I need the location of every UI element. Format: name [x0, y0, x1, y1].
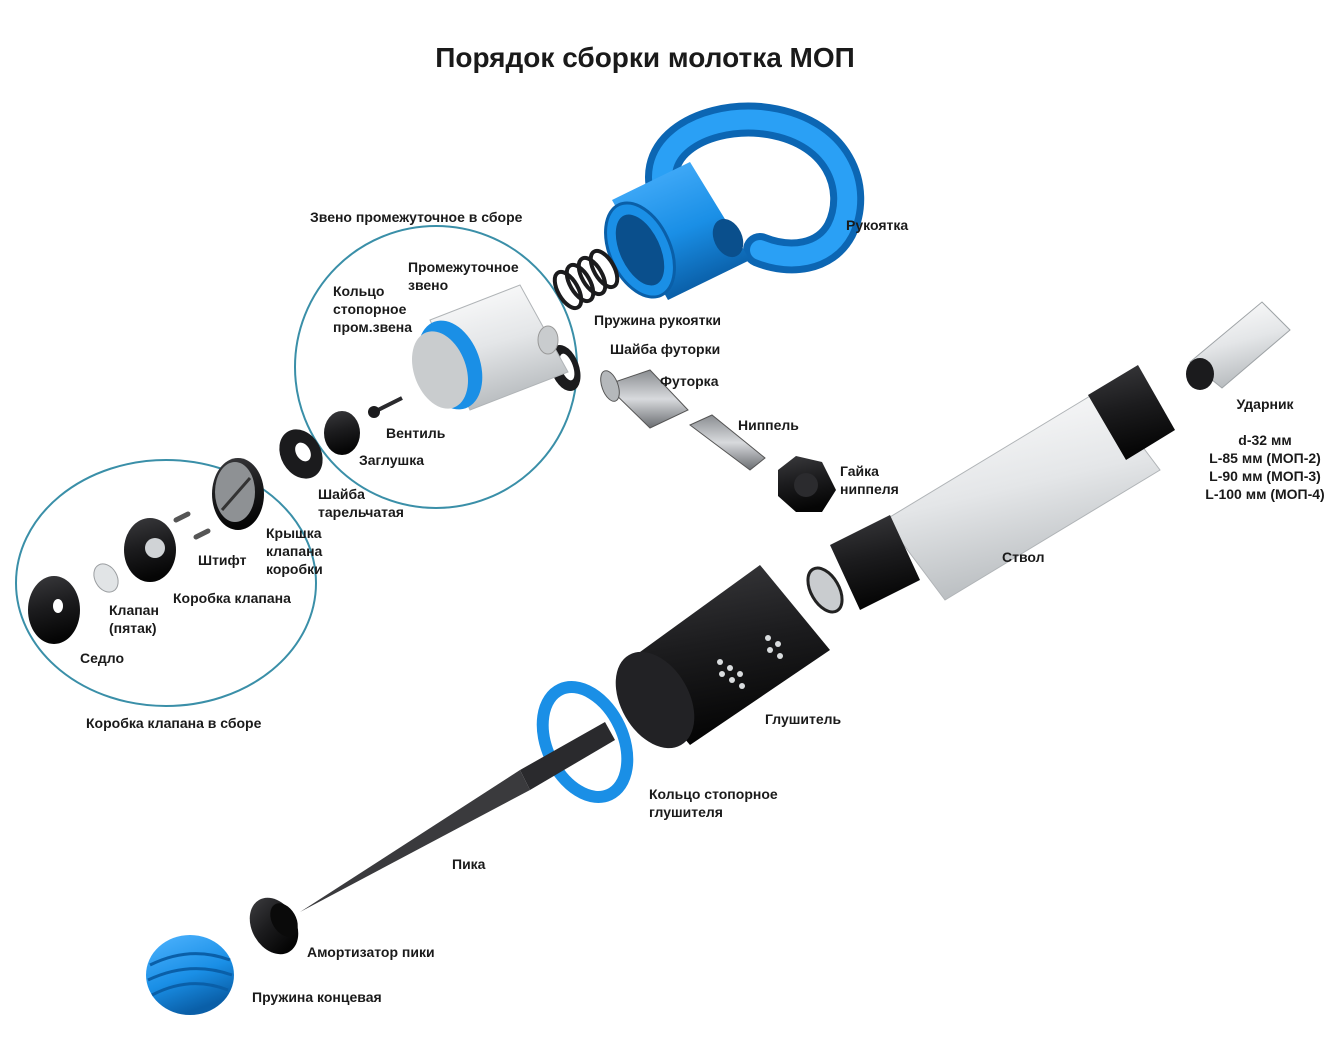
- label-muffler: Глушитель: [765, 711, 842, 727]
- label-valve-box-assembly: Коробка клапана в сборе: [86, 715, 262, 731]
- label-striker-name: Ударник: [1236, 396, 1294, 412]
- label-pin: Штифт: [198, 552, 247, 568]
- label-valve-stem: Вентиль: [386, 425, 446, 441]
- label-pike-absorber: Амортизатор пики: [307, 944, 435, 960]
- label-nipple-nut: Гайка ниппеля: [840, 463, 899, 497]
- label-intermediate-assembly: Звено промежуточное в сборе: [310, 209, 523, 225]
- disc-washer-shape: [279, 429, 323, 479]
- pike-shape: [300, 722, 615, 912]
- label-seat: Седло: [80, 650, 125, 666]
- label-plug: Заглушка: [359, 452, 424, 468]
- valve-box-assembly-circle: [15, 459, 317, 707]
- label-fitting-washer: Шайба футорки: [610, 341, 721, 357]
- pin-shape: [173, 511, 211, 540]
- label-end-spring: Пружина концевая: [252, 989, 382, 1005]
- nipple-nut-shape: [778, 456, 836, 512]
- label-valve: Клапан (пятак): [109, 602, 159, 636]
- label-handle: Рукоятка: [846, 217, 909, 233]
- label-muffler-ring: Кольцо стопорное глушителя: [649, 786, 778, 820]
- handle-shape: [604, 102, 865, 300]
- plug-shape: [324, 411, 360, 455]
- page-title: Порядок сборки молотка МОП: [435, 42, 855, 73]
- label-intermediate-link: Промежуточное звено: [408, 259, 519, 293]
- label-valve-box-cover: Крышка клапана коробки: [266, 525, 323, 577]
- fitting-shape: [600, 369, 689, 429]
- valve-box-cover-shape: [212, 458, 264, 530]
- label-nipple: Ниппель: [738, 417, 799, 433]
- label-striker: Ударник d-32 мм L-85 мм (МОП-2) L-90 мм …: [1200, 377, 1330, 521]
- label-pike: Пика: [452, 856, 486, 872]
- muffler-shape: [615, 565, 830, 749]
- label-striker-specs: d-32 мм L-85 мм (МОП-2) L-90 мм (МОП-3) …: [1205, 432, 1325, 502]
- label-handle-spring: Пружина рукоятки: [594, 312, 722, 328]
- seat-shape: [28, 576, 80, 644]
- label-fitting: Футорка: [660, 373, 719, 389]
- label-barrel: Ствол: [1002, 549, 1045, 565]
- striker-shape: [1186, 301, 1291, 390]
- valve-shape: [93, 563, 119, 593]
- valve-stem-shape: [368, 396, 403, 418]
- nipple-shape: [689, 414, 766, 471]
- label-retaining-ring-link: Кольцо стопорное пром.звена: [333, 283, 413, 335]
- label-disc-washer: Шайба тарельчатая: [318, 486, 404, 520]
- valve-box-shape: [124, 518, 176, 582]
- intermediate-link-shape: [411, 284, 569, 411]
- label-valve-box: Коробка клапана: [173, 590, 291, 606]
- handle-spring-shape: [552, 248, 620, 311]
- pike-absorber-shape: [249, 897, 299, 955]
- end-spring-shape: [146, 935, 234, 1015]
- barrel-shape: [806, 365, 1175, 614]
